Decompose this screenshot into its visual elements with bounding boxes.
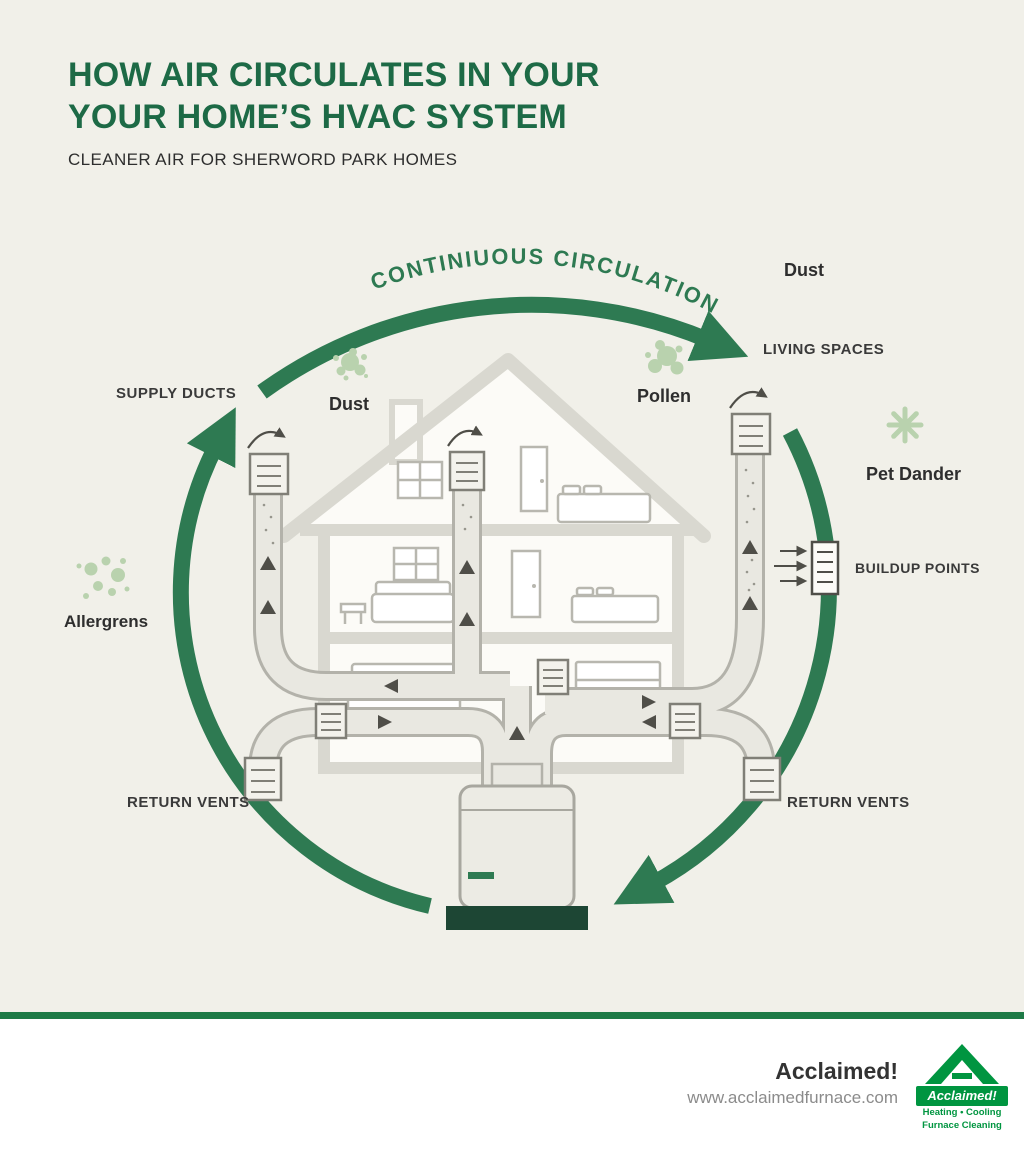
supply-vent-right <box>730 412 772 456</box>
supply-vent-left <box>248 452 290 496</box>
acclaimed-logo: Acclaimed! Heating • Cooling Furnace Cle… <box>916 1044 1008 1132</box>
airflow-swooshes <box>247 387 768 449</box>
logo-tagline-2: Furnace Cleaning <box>922 1119 1002 1131</box>
label-living-spaces: LIVING SPACES <box>763 341 885 358</box>
footer-brand: Acclaimed! <box>775 1058 898 1084</box>
pet-dander-icon <box>886 406 924 444</box>
footer-divider <box>0 1012 1024 1019</box>
label-return-vents-right: RETURN VENTS <box>787 794 910 811</box>
label-buildup-points: BUILDUP POINTS <box>855 560 980 576</box>
dust-speckles <box>262 468 756 592</box>
label-supply-ducts: SUPPLY DUCTS <box>116 385 237 402</box>
header: HOW AIR CIRCULATES IN YOUR YOUR HOME’S H… <box>68 54 600 170</box>
label-dust-left: Dust <box>329 394 369 414</box>
footer-website: www.acclaimedfurnace.com <box>687 1088 898 1107</box>
flow-arrows <box>260 540 758 740</box>
label-pollen: Pollen <box>637 386 692 406</box>
logo-tagline-1: Heating • Cooling <box>922 1107 1002 1118</box>
circulation-arrow-top <box>257 296 749 399</box>
logo-a-icon <box>925 1044 999 1084</box>
page-subtitle: CLEANER AIR FOR SHERWORD PARK HOMES <box>68 150 458 170</box>
pollen-icon <box>645 340 684 375</box>
page-title: HOW AIR CIRCULATES IN YOUR YOUR HOME’S H… <box>68 54 600 138</box>
label-dust-top: Dust <box>784 260 824 280</box>
buildup-vent-icon <box>774 540 840 596</box>
furnace <box>446 784 588 930</box>
title-line-1: HOW AIR CIRCULATES IN YOUR <box>68 56 600 94</box>
circulation-arrow-left <box>172 407 432 914</box>
buildup-arrows <box>774 545 808 587</box>
allergens-icon <box>76 556 130 599</box>
return-vent-left <box>243 756 283 802</box>
furnace-base <box>446 906 588 930</box>
footer-background <box>0 1019 1024 1154</box>
vent-grilles <box>243 412 782 802</box>
title-line-2: YOUR HOME’S HVAC SYSTEM <box>68 98 567 137</box>
logo-wordmark: Acclaimed! <box>916 1086 1008 1106</box>
label-allergens: Allergrens <box>64 612 149 631</box>
label-pet-dander: Pet Dander <box>866 464 962 484</box>
circulation-arrows <box>172 296 837 914</box>
return-vent-right <box>742 756 782 802</box>
roof <box>277 353 711 543</box>
dust-splat-icon <box>333 348 368 381</box>
label-return-vents-left: RETURN VENTS <box>127 794 250 811</box>
circulation-arrow-right <box>613 428 837 905</box>
